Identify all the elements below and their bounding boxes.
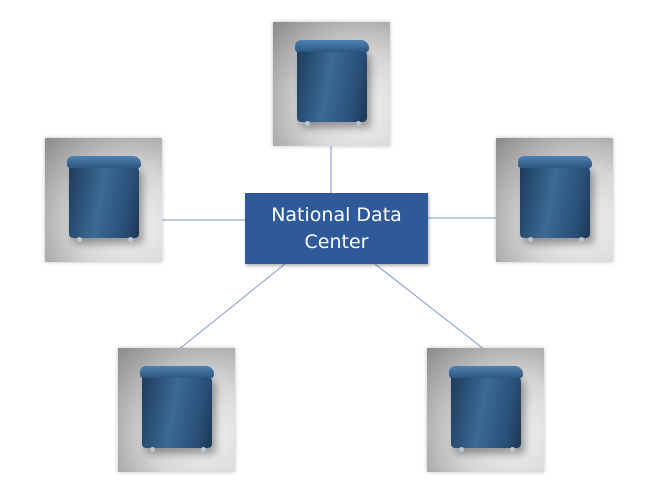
server-bottom-right [427,348,544,472]
server-icon [518,156,592,242]
server-bottom-left [118,348,235,472]
server-left [45,138,162,262]
national-data-center-node: National Data Center [245,193,428,264]
link-bottom-left [177,263,286,351]
server-icon [140,366,214,452]
link-bottom-right [374,263,486,351]
server-icon [449,366,523,452]
server-right [496,138,613,262]
server-icon [295,40,369,126]
server-top [273,22,390,146]
server-icon [67,156,141,242]
center-label-line2: Center [304,230,369,253]
center-label-line1: National Data [271,203,402,226]
